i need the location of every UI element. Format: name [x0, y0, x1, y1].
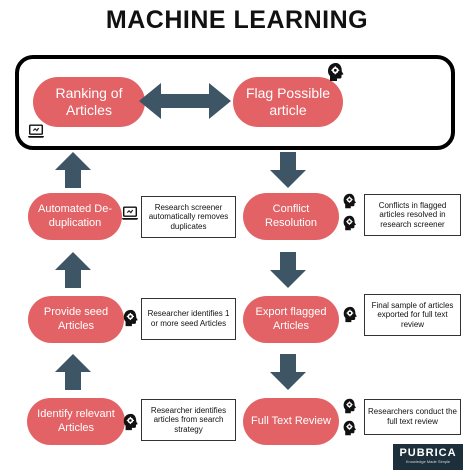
- head-gear-icon: [342, 215, 358, 231]
- desc-seed: Researcher identifies 1 or more seed Art…: [141, 298, 236, 340]
- head-gear-icon: [342, 420, 358, 436]
- head-gear-icon: [342, 306, 359, 323]
- desc-fulltext: Researchers conduct the full text review: [364, 399, 461, 435]
- arrow-down-3: [270, 354, 306, 390]
- brand-name: PUBRICA: [399, 447, 457, 459]
- laptop-icon: [27, 124, 45, 139]
- machine-learning-frame: [15, 55, 455, 150]
- desc-identify: Researcher identifies articles from sear…: [141, 399, 236, 441]
- arrow-up-1: [55, 152, 91, 188]
- head-gear-icon: [326, 62, 346, 82]
- node-full-text-review: Full Text Review: [243, 398, 339, 445]
- node-provide-seed-articles: Provide seed Articles: [28, 296, 124, 343]
- desc-export: Final sample of articles exported for fu…: [364, 294, 461, 336]
- page-title: MACHINE LEARNING: [105, 6, 369, 34]
- head-gear-icon: [122, 413, 140, 431]
- node-automated-deduplication: Automated De-duplication: [28, 193, 122, 240]
- arrow-up-3: [55, 354, 91, 390]
- node-flag-possible-article: Flag Possible article: [233, 77, 343, 127]
- arrow-down-2: [270, 252, 306, 288]
- laptop-icon: [121, 206, 139, 221]
- brand-logo: PUBRICA Knowledge Made Simple: [393, 444, 463, 470]
- arrow-down-1: [270, 152, 306, 188]
- head-gear-icon: [342, 193, 358, 209]
- head-gear-icon: [122, 309, 140, 327]
- node-export-flagged-articles: Export flagged Articles: [243, 296, 339, 343]
- desc-conflict: Conflicts in flagged articles resolved i…: [364, 194, 461, 236]
- head-gear-icon: [342, 398, 358, 414]
- desc-dedup: Research screener automatically removes …: [141, 196, 236, 238]
- double-arrow: [139, 83, 231, 119]
- brand-tagline: Knowledge Made Simple: [405, 459, 451, 464]
- node-ranking-of-articles: Ranking of Articles: [33, 77, 145, 127]
- node-conflict-resolution: Conflict Resolution: [243, 193, 339, 240]
- node-identify-relevant-articles: Identify relevant Articles: [27, 398, 125, 445]
- arrow-up-2: [55, 252, 91, 288]
